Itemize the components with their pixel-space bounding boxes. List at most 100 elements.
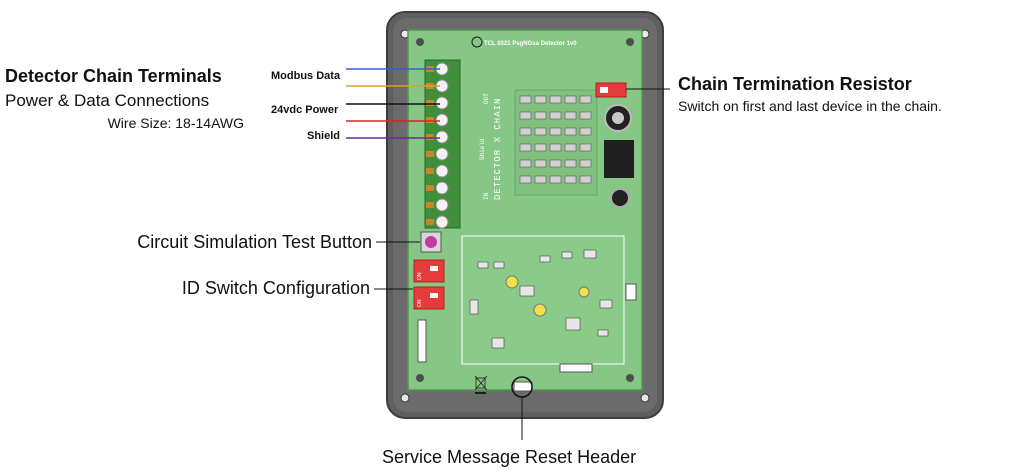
termination-subtitle: Switch on first and last device in the c… — [678, 98, 942, 114]
shield-silk-label: Shield — [479, 138, 486, 160]
module-component — [583, 249, 597, 259]
reset-header-label: Service Message Reset Header — [382, 447, 637, 467]
terminal-screw — [435, 147, 449, 161]
terminal-wire-entry — [426, 185, 434, 191]
screw — [640, 393, 650, 403]
screw — [400, 393, 410, 403]
smd-resistor — [534, 143, 547, 152]
id-switch-label: ID Switch Configuration — [181, 278, 370, 298]
smd-resistor — [564, 111, 577, 120]
terminal-screw — [435, 215, 449, 229]
mount-hole — [626, 374, 634, 382]
id-switch-2-toggle — [430, 293, 438, 298]
terminal-wire-entry — [426, 202, 434, 208]
mount-hole — [416, 38, 424, 46]
terminal-screw — [435, 130, 449, 144]
id-switch-2 — [413, 286, 445, 310]
smd-resistor — [519, 111, 532, 120]
modbus-data-label: Modbus Data — [271, 70, 341, 82]
smd-resistor — [549, 127, 562, 136]
shield-label: Shield — [307, 130, 341, 142]
terminal-wire-entry — [426, 168, 434, 174]
smd-resistor — [534, 111, 547, 120]
module-component — [539, 255, 551, 263]
module-component — [469, 299, 479, 315]
smd-resistor — [579, 127, 592, 136]
termination-switch-toggle — [600, 87, 608, 93]
smd-resistor — [534, 159, 547, 168]
smd-resistor — [519, 143, 532, 152]
recycle-bin-icon — [474, 375, 488, 394]
wire-size-note: Wire Size: 18-14AWG — [107, 115, 244, 131]
smd-resistor — [564, 127, 577, 136]
smd-resistor — [549, 159, 562, 168]
smd-resistor — [534, 95, 547, 104]
smd-resistor — [534, 175, 547, 184]
terminal-wire-entry — [426, 134, 434, 140]
terminals-title: Detector Chain Terminals — [5, 66, 222, 86]
mount-hole — [626, 38, 634, 46]
terminal-wire-entry — [426, 100, 434, 106]
smd-resistor — [519, 127, 532, 136]
module-component — [519, 285, 535, 297]
terminal-wire-entry — [426, 219, 434, 225]
termination-switch — [595, 82, 627, 98]
test-button — [425, 236, 437, 248]
capacitor-top — [612, 112, 624, 124]
smd-resistor — [534, 127, 547, 136]
smd-resistor — [564, 159, 577, 168]
logo-mark — [471, 36, 483, 48]
smd-resistor — [579, 111, 592, 120]
smd-resistor — [549, 111, 562, 120]
chain-label: DETECTOR X CHAIN — [493, 98, 503, 200]
smd-resistor — [564, 143, 577, 152]
terminal-wire-entry — [426, 117, 434, 123]
terminal-screw — [435, 181, 449, 195]
on-label: ON — [417, 272, 423, 280]
smd-resistor — [579, 159, 592, 168]
module-component — [597, 329, 609, 337]
smd-resistor — [579, 175, 592, 184]
smd-resistor — [519, 95, 532, 104]
module-component — [493, 261, 505, 269]
terminal-screw — [435, 113, 449, 127]
terminal-screw — [435, 198, 449, 212]
terminal-screw — [435, 164, 449, 178]
termination-title: Chain Termination Resistor — [678, 74, 912, 94]
module-component — [477, 261, 489, 269]
smd-resistor — [549, 143, 562, 152]
smd-resistor — [519, 159, 532, 168]
board-header-text: TCL 0321 PsgNGsa Detector 1v0 — [484, 41, 577, 47]
on-label: ON — [417, 299, 423, 307]
smd-resistor — [549, 175, 562, 184]
smd-resistor — [564, 95, 577, 104]
module-sensor — [578, 286, 590, 298]
terminals-subtitle: Power & Data Connections — [5, 91, 210, 110]
smd-resistor — [579, 95, 592, 104]
module-component — [565, 317, 581, 331]
terminal-screw — [435, 96, 449, 110]
module-component — [491, 337, 505, 349]
module-sensor — [505, 275, 519, 289]
smd-resistor — [579, 143, 592, 152]
module-component — [561, 251, 573, 259]
inductor — [610, 188, 630, 208]
power-label: 24vdc Power — [271, 104, 339, 116]
module-component — [599, 299, 613, 309]
id-switch-1-toggle — [430, 266, 438, 271]
reset-header — [513, 381, 533, 392]
module-sensor — [533, 303, 547, 317]
out-label: OUT — [483, 93, 490, 104]
terminal-wire-entry — [426, 151, 434, 157]
regulator — [604, 140, 634, 178]
bottom-pin-header — [559, 363, 593, 373]
smd-resistor — [519, 175, 532, 184]
smd-resistor — [564, 175, 577, 184]
id-switch-1 — [413, 259, 445, 283]
mount-hole — [416, 374, 424, 382]
right-pin-header — [625, 283, 637, 301]
smd-resistor — [549, 95, 562, 104]
test-button-label: Circuit Simulation Test Button — [137, 232, 372, 252]
side-pin-header — [417, 319, 427, 363]
